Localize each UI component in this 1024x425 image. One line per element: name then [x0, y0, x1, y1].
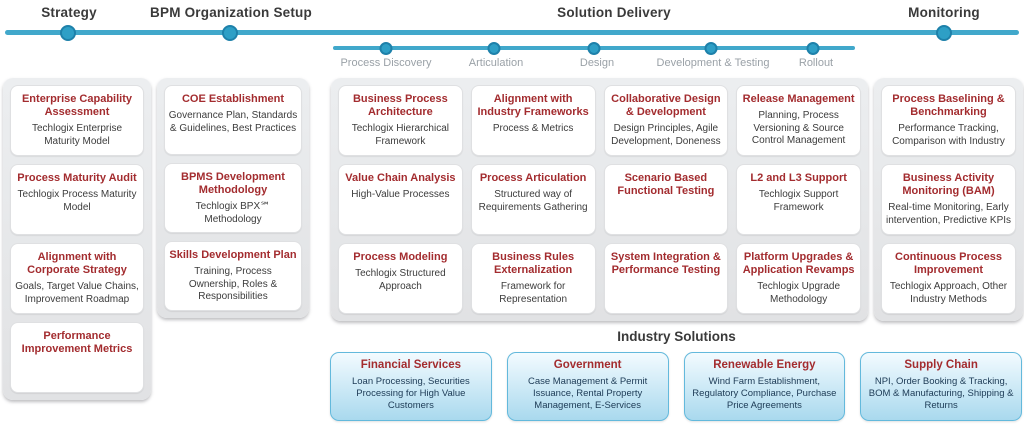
card-continuous-process-improvement: Continuous Process Improvement Techlogix… [881, 243, 1016, 314]
subphase-label-articulation: Articulation [468, 57, 524, 69]
subphase-label-development-testing: Development & Testing [656, 57, 770, 69]
card-subtitle: Performance Tracking, Comparison with In… [892, 123, 1005, 147]
subphase-label-design: Design [579, 57, 615, 69]
card-scenario-based-functional-testing: Scenario Based Functional Testing [603, 164, 729, 235]
card-title: Skills Development Plan [169, 249, 297, 261]
industry-card-supply-chain: Supply Chain NPI, Order Booking & Tracki… [860, 352, 1022, 421]
card-title: Business Rules Externalization [492, 251, 575, 277]
card-subtitle: Techlogix Structured Approach [355, 268, 446, 292]
card-bpms-development-methodology: BPMS Development Methodology Techlogix B… [164, 163, 302, 233]
card-process-baselining-benchmarking: Process Baselining & Benchmarking Perfor… [881, 85, 1016, 156]
timeline-dot-bpm-setup [222, 24, 238, 41]
card-title: System Integration & Performance Testing [610, 251, 721, 277]
timeline-dot-strategy [60, 24, 76, 41]
card-subtitle: Goals, Target Value Chains, Improvement … [15, 281, 139, 305]
card-subtitle: Governance Plan, Standards & Guidelines,… [168, 110, 298, 134]
card-system-integration-performance-testing: System Integration & Performance Testing [603, 243, 729, 314]
card-subtitle: Techlogix Enterprise Maturity Model [31, 123, 123, 147]
card-process-maturity-audit: Process Maturity Audit Techlogix Process… [10, 164, 144, 235]
card-subtitle: Techlogix Approach, Other Industry Metho… [889, 281, 1008, 305]
bpm-setup-panel: COE Establishment Governance Plan, Stand… [157, 78, 309, 318]
card-l2-l3-support: L2 and L3 Support Techlogix Support Fram… [736, 164, 861, 235]
industry-card-government: Government Case Management & Permit Issu… [506, 352, 669, 421]
phase-label-bpm-setup: BPM Organization Setup [150, 5, 312, 20]
card-title: COE Establishment [181, 93, 285, 105]
solution-delivery-panel: Business Process Architecture Techlogix … [331, 78, 868, 321]
card-title: Process Articulation [479, 172, 587, 184]
phase-label-monitoring: Monitoring [908, 5, 980, 20]
card-title: Renewable Energy [713, 359, 816, 371]
subphase-dot-articulation [487, 41, 501, 55]
card-subtitle: Design Principles, Agile Development, Do… [611, 123, 721, 147]
card-process-modeling: Process Modeling Techlogix Structured Ap… [338, 243, 463, 314]
card-subtitle: Training, Process Ownership, Roles & Res… [188, 266, 278, 303]
timeline-dot-monitoring [936, 24, 952, 41]
card-enterprise-capability-assessment: Enterprise Capability Assessment Techlog… [10, 85, 144, 156]
card-title: Process Maturity Audit [17, 172, 137, 184]
card-title: BPMS Development Methodology [181, 171, 285, 197]
card-subtitle: Techlogix Process Maturity Model [17, 189, 137, 213]
card-subtitle: Framework for Representation [499, 281, 568, 305]
subphase-label-process-discovery: Process Discovery [340, 57, 432, 69]
card-title: Performance Improvement Metrics [21, 330, 133, 356]
card-title: Value Chain Analysis [345, 172, 456, 184]
card-title: Financial Services [360, 359, 462, 371]
card-title: Release Management [742, 93, 855, 105]
card-title: Government [553, 359, 622, 371]
card-subtitle: Techlogix BPX℠ Methodology [195, 201, 271, 225]
subphase-dot-rollout [806, 41, 820, 55]
card-subtitle: Case Management & Permit Issuance, Renta… [527, 375, 648, 412]
strategy-panel: Enterprise Capability Assessment Techlog… [3, 78, 151, 400]
card-subtitle: Process & Metrics [492, 123, 574, 135]
subphase-dot-design [587, 41, 601, 55]
card-title: Enterprise Capability Assessment [21, 93, 133, 119]
card-coe-establishment: COE Establishment Governance Plan, Stand… [164, 85, 302, 155]
card-process-articulation: Process Articulation Structured way of R… [470, 164, 596, 235]
industry-card-renewable-energy: Renewable Energy Wind Farm Establishment… [683, 352, 846, 421]
card-title: Supply Chain [904, 359, 978, 371]
card-subtitle: Real-time Monitoring, Early intervention… [885, 202, 1012, 226]
card-subtitle: Planning, Process Versioning & Source Co… [751, 110, 846, 147]
card-subtitle: Loan Processing, Securities Processing f… [351, 375, 470, 412]
card-subtitle: Wind Farm Establishment, Regulatory Comp… [692, 375, 837, 412]
card-business-rules-externalization: Business Rules Externalization Framework… [470, 243, 596, 314]
industry-solutions-row: Financial Services Loan Processing, Secu… [330, 352, 1022, 421]
subphase-dot-process-discovery [379, 41, 393, 55]
phase-label-solution-delivery: Solution Delivery [557, 5, 671, 20]
card-alignment-corporate-strategy: Alignment with Corporate Strategy Goals,… [10, 243, 144, 314]
card-title: Business Process Architecture [352, 93, 448, 119]
card-title: Alignment with Industry Frameworks [477, 93, 589, 119]
main-timeline-line [5, 30, 1019, 35]
card-title: Continuous Process Improvement [895, 251, 1002, 277]
card-alignment-industry-frameworks: Alignment with Industry Frameworks Proce… [470, 85, 596, 156]
card-title: Alignment with Corporate Strategy [27, 251, 127, 277]
card-title: L2 and L3 Support [750, 172, 847, 184]
card-subtitle: Techlogix Upgrade Methodology [757, 281, 841, 305]
card-platform-upgrades-application-revamps: Platform Upgrades & Application Revamps … [736, 243, 861, 314]
card-title: Business Activity Monitoring (BAM) [902, 172, 995, 198]
industry-solutions-heading: Industry Solutions [617, 329, 736, 344]
card-subtitle: NPI, Order Booking & Tracking, BOM & Man… [868, 375, 1014, 412]
card-skills-development-plan: Skills Development Plan Training, Proces… [164, 241, 302, 311]
subphase-dot-development-testing [704, 41, 718, 55]
card-title: Scenario Based Functional Testing [617, 172, 715, 198]
industry-card-financial-services: Financial Services Loan Processing, Secu… [330, 352, 492, 421]
phase-label-strategy: Strategy [41, 5, 97, 20]
card-collaborative-design-development: Collaborative Design & Development Desig… [603, 85, 729, 156]
card-release-management: Release Management Planning, Process Ver… [736, 85, 861, 156]
card-title: Process Modeling [353, 251, 448, 263]
card-title: Process Baselining & Benchmarking [892, 93, 1005, 119]
card-title: Platform Upgrades & Application Revamps [742, 251, 855, 277]
card-subtitle: Techlogix Support Framework [758, 189, 839, 213]
card-business-process-architecture: Business Process Architecture Techlogix … [338, 85, 463, 156]
card-performance-improvement-metrics: Performance Improvement Metrics [10, 322, 144, 393]
card-business-activity-monitoring: Business Activity Monitoring (BAM) Real-… [881, 164, 1016, 235]
subphase-label-rollout: Rollout [798, 57, 834, 69]
monitoring-panel: Process Baselining & Benchmarking Perfor… [874, 78, 1023, 321]
card-subtitle: Structured way of Requirements Gathering [478, 189, 588, 213]
card-title: Collaborative Design & Development [611, 93, 721, 119]
card-subtitle: High-Value Processes [351, 189, 450, 201]
card-value-chain-analysis: Value Chain Analysis High-Value Processe… [338, 164, 463, 235]
card-subtitle: Techlogix Hierarchical Framework [351, 123, 449, 147]
